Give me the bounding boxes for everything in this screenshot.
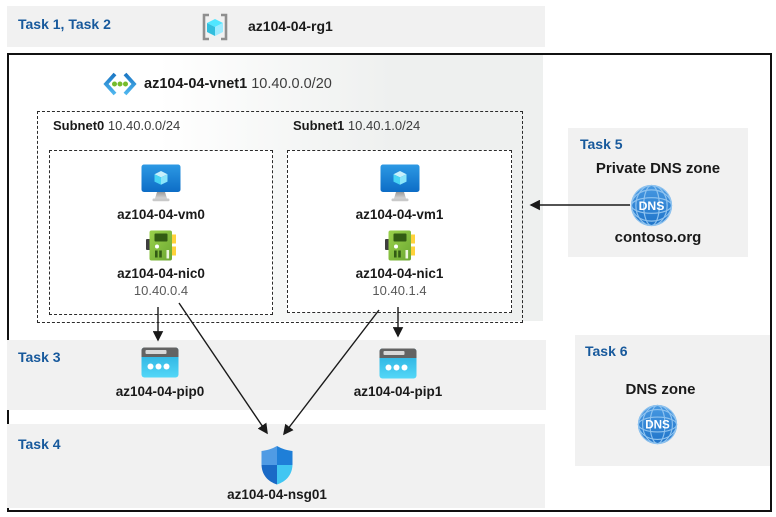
task3-band: Task 3 (7, 340, 546, 410)
virtual-network-icon (103, 71, 137, 97)
virtual-machine-icon (140, 163, 182, 203)
nic1-icon (384, 229, 415, 262)
vm1-name: az104-04-vm1 (355, 207, 444, 222)
nic0-name: az104-04-nic0 (117, 266, 205, 281)
nsg-shield-icon (259, 445, 295, 485)
nic1-name: az104-04-nic1 (355, 266, 444, 281)
diagram-border (7, 53, 772, 512)
task12-label: Task 1, Task 2 (18, 16, 111, 32)
nic0-ip: 10.40.0.4 (133, 283, 189, 298)
private-dns-zone-title: Private DNS zone (595, 160, 721, 177)
public-ip1-icon (379, 348, 417, 379)
vnet-cidr: 10.40.0.0/20 (251, 76, 332, 92)
dns-zone-title: DNS zone (625, 381, 696, 398)
task6-label: Task 6 (585, 343, 628, 359)
task5-box: Task 5 Private DNS zone DNS (568, 128, 748, 257)
task5-label: Task 5 (580, 136, 623, 152)
dns-zone-icon: DNS (637, 404, 678, 445)
vm0-name: az104-04-vm0 (117, 207, 205, 222)
subnet0-label: Subnet0 10.40.0.0/24 (53, 118, 180, 133)
resource-group-band: Task 1, Task 2 az104-04-rg1 (7, 6, 545, 47)
dns-icon-text: DNS (645, 419, 670, 432)
nic0-icon (146, 229, 176, 262)
vnet-name: az104-04-vnet1 (144, 76, 248, 92)
subnet1-name: Subnet1 (293, 118, 345, 133)
dns-icon-text: DNS (639, 199, 665, 213)
subnet1-box: az104-04-vm1 az104-04-nic1 10.40.1.4 (287, 150, 512, 313)
task6-box: Task 6 DNS zone DNS (575, 335, 770, 466)
vnet-title: az104-04-vnet1 10.40.0.0/20 (103, 71, 332, 97)
subnets-group-box (37, 111, 523, 323)
public-ip0-icon (141, 347, 179, 378)
pip0-name: az104-04-pip0 (115, 384, 205, 399)
nsg-name: az104-04-nsg01 (227, 487, 327, 502)
subnet1-label: Subnet1 10.40.1.0/24 (293, 118, 420, 133)
subnet1-cidr: 10.40.1.0/24 (347, 118, 421, 133)
task3-label: Task 3 (18, 349, 61, 365)
pip1-name: az104-04-pip1 (353, 384, 443, 399)
nic1-ip: 10.40.1.4 (372, 283, 427, 298)
subnet0-cidr: 10.40.0.0/24 (107, 118, 181, 133)
private-dns-zone-name: contoso.org (614, 229, 702, 246)
private-dns-icon: DNS (630, 184, 673, 227)
resource-group-icon (200, 12, 230, 42)
virtual-machine-icon (379, 163, 421, 203)
subnet0-box: az104-04-vm0 az104-04-nic0 10.40.0 (49, 150, 273, 315)
subnet0-name: Subnet0 (53, 118, 105, 133)
task4-label: Task 4 (18, 436, 61, 452)
resource-group-name: az104-04-rg1 (248, 18, 333, 34)
